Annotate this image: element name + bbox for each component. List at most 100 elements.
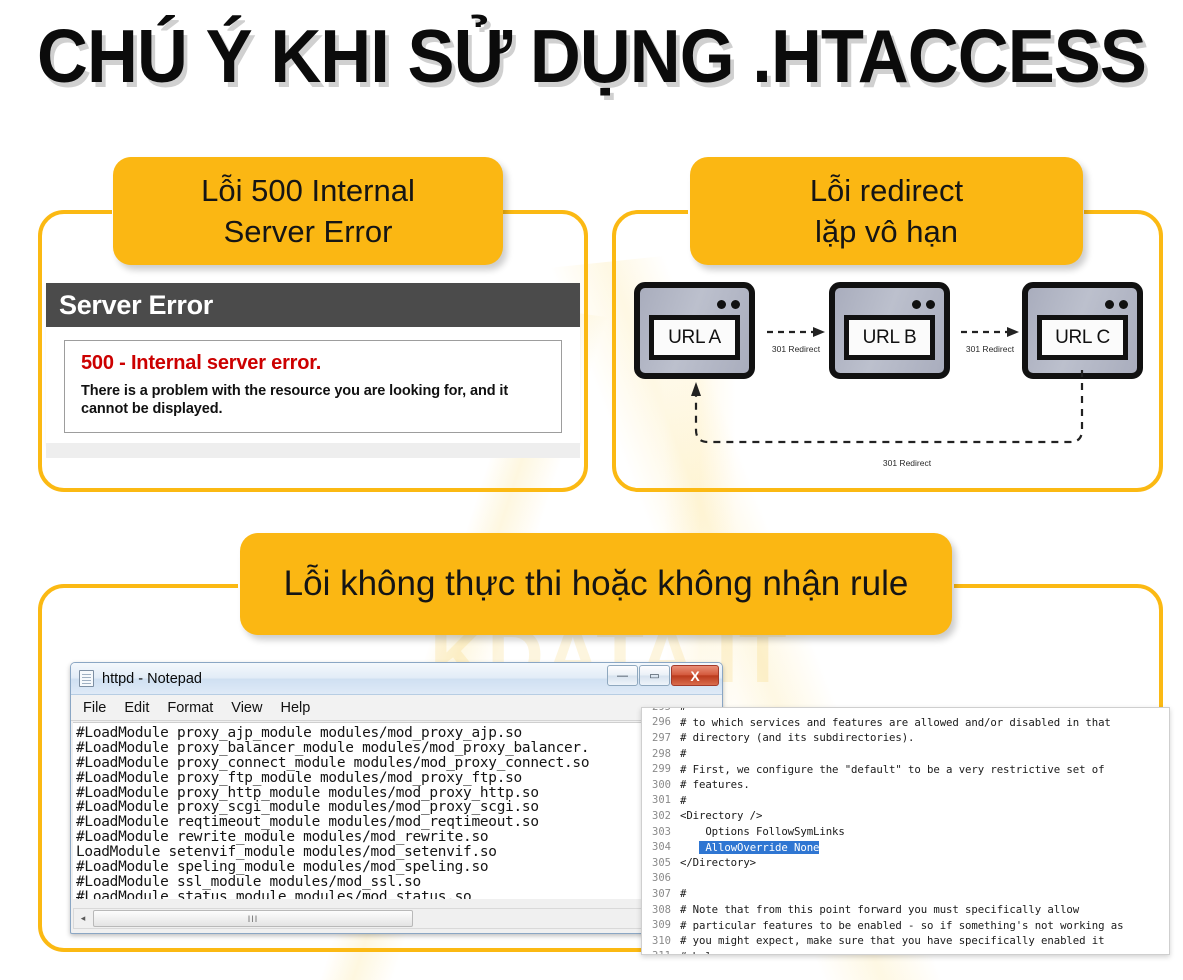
notepad-window-controls: — ▭ X — [606, 665, 719, 686]
code-line-number: 295 — [642, 708, 680, 713]
browser-label-url-c: URL C — [1037, 315, 1128, 360]
code-line-row: 298 # — [642, 746, 1169, 762]
code-line-text: # Note that from this point forward you … — [680, 903, 1080, 917]
code-line-row: 301# — [642, 793, 1169, 809]
notepad-line: #LoadModule proxy_ajp_module modules/mod… — [76, 725, 522, 741]
code-line-number: 310 — [652, 934, 671, 947]
code-line-text: # you might expect, make sure that you h… — [680, 934, 1105, 948]
notepad-line: #LoadModule ssl_module modules/mod_ssl.s… — [76, 873, 421, 890]
code-line-number: 306 — [652, 872, 671, 885]
browser-dots-icon — [1100, 296, 1128, 314]
notepad-line: #LoadModule status_module modules/mod_st… — [76, 888, 472, 899]
code-line-number: 302 — [652, 809, 671, 822]
menu-item-file[interactable]: File — [83, 699, 107, 716]
browser-window-url-a: URL A — [634, 282, 755, 379]
code-line-text: # directory (and its subdirectories). — [680, 731, 915, 745]
scrollbar-thumb[interactable]: III — [93, 910, 413, 927]
code-lines-container: 295# 296# to which services and features… — [642, 708, 1169, 954]
close-button[interactable]: X — [671, 665, 719, 686]
browser-dots-icon — [712, 296, 740, 314]
code-line-text: </Directory> — [680, 856, 757, 870]
notepad-horizontal-scrollbar[interactable]: ◂ III — [73, 908, 720, 929]
code-line-number: 303 — [652, 825, 671, 838]
server-error-footer — [46, 443, 580, 458]
code-line-row: 297 # directory (and its subdirectories). — [642, 730, 1169, 746]
menu-item-format[interactable]: Format — [167, 699, 214, 716]
server-error-body: 500 - Internal server error. There is a … — [46, 327, 580, 443]
code-line-text: # below. — [680, 950, 731, 954]
browser-dots-icon — [907, 296, 935, 314]
menu-item-view[interactable]: View — [231, 699, 263, 716]
arrow-b-to-c-icon — [961, 327, 1019, 337]
code-line-row: 306 — [642, 871, 1169, 887]
scroll-left-arrow-icon[interactable]: ◂ — [80, 913, 86, 923]
notepad-titlebar[interactable]: httpd - Notepad — ▭ X — [71, 663, 722, 695]
badge-500-error: Lỗi 500 Internal Server Error — [113, 157, 503, 265]
code-line-text: # — [680, 887, 687, 901]
code-line-row: 311# below. — [642, 949, 1169, 954]
notepad-line: #LoadModule proxy_http_module modules/mo… — [76, 784, 539, 801]
browser-window-url-b: URL B — [829, 282, 950, 379]
code-line-number: 304 — [652, 841, 671, 854]
httpd-conf-code-panel[interactable]: 295# 296# to which services and features… — [641, 707, 1170, 955]
badge-500-line1: Lỗi 500 Internal — [201, 173, 415, 208]
notepad-title: httpd - Notepad — [102, 670, 202, 687]
server-error-header: Server Error — [46, 283, 580, 327]
code-line-text: # — [680, 708, 693, 713]
browser-label-url-b: URL B — [844, 315, 935, 360]
redirect-loop-diagram: URL A URL B URL C 301 Redirect 301 Redir… — [624, 282, 1152, 482]
loop-arrow-c-to-a-icon — [691, 370, 1084, 444]
badge-rules-label: Lỗi không thực thi hoặc không nhận rule — [283, 564, 909, 603]
code-line-row: 303 Options FollowSymLinks — [642, 824, 1169, 840]
code-line-number: 311 — [642, 950, 680, 954]
code-line-row: 310 # you might expect, make sure that yo… — [642, 933, 1169, 949]
notepad-line: #LoadModule proxy_ftp_module modules/mod… — [76, 769, 522, 786]
code-line-text: AllowOverride None — [680, 840, 820, 854]
browser-window-url-c: URL C — [1022, 282, 1143, 379]
page-title: CHÚ Ý KHI SỬ DỤNG .HTACCESS — [37, 14, 1147, 98]
badge-redirect-loop: Lỗi redirect lặp vô hạn — [690, 157, 1083, 265]
code-line-number: 297 — [652, 731, 671, 744]
code-selected-text: AllowOverride None — [699, 840, 820, 854]
badge-500-line2: Server Error — [223, 214, 393, 249]
code-line-number: 308 — [652, 903, 671, 916]
code-line-row: 300 # features. — [642, 777, 1169, 793]
code-line-text: # features. — [680, 778, 750, 792]
code-line-number: 309 — [652, 919, 671, 932]
code-line-text: # — [680, 747, 687, 761]
code-line-row: 305 </Directory> — [642, 855, 1169, 871]
server-error-code: 500 - Internal server error. — [81, 352, 322, 374]
code-line-text: # — [680, 793, 687, 807]
menu-item-edit[interactable]: Edit — [124, 699, 150, 716]
code-line-number: 296 — [652, 716, 671, 729]
notepad-document-icon — [79, 670, 94, 687]
code-line-number: 298 — [652, 747, 671, 760]
code-line-text: <Directory /> — [680, 809, 763, 823]
minimize-button[interactable]: — — [607, 665, 638, 686]
badge-rules-not-applied: Lỗi không thực thi hoặc không nhận rule — [240, 533, 952, 635]
code-line-text: # to which services and features are all… — [680, 715, 1111, 729]
code-line-row: 299 # First, we configure the "default" t… — [642, 761, 1169, 777]
notepad-line: LoadModule setenvif_module modules/mod_s… — [76, 844, 497, 861]
menu-item-help[interactable]: Help — [280, 699, 311, 716]
code-line-text: # particular features to be enabled - so… — [680, 918, 1124, 932]
code-line-text: Options FollowSymLinks — [680, 825, 845, 839]
code-line-number: 300 — [652, 778, 671, 791]
arrow-label-b-c: 301 Redirect — [965, 344, 1015, 354]
browser-label-url-a: URL A — [649, 315, 740, 360]
notepad-text-area[interactable]: #LoadModule proxy_ajp_module modules/mod… — [73, 722, 720, 899]
code-line-number: 299 — [652, 763, 671, 776]
code-line-text: # First, we configure the "default" to b… — [680, 762, 1105, 776]
notepad-selected-text: #LoadModule rewrite_module modules/mod_r… — [76, 829, 489, 846]
code-line-row: 302 <Directory /> — [642, 808, 1169, 824]
code-line-row: 296 # to which services and features are … — [642, 715, 1169, 731]
code-line-row: 309 # particular features to be enabled -… — [642, 917, 1169, 933]
code-line-number: 305 — [652, 856, 671, 869]
maximize-button[interactable]: ▭ — [639, 665, 670, 686]
arrow-label-a-b: 301 Redirect — [771, 344, 821, 354]
notepad-line: #LoadModule proxy_connect_module modules… — [76, 754, 590, 771]
server-error-screenshot: Server Error 500 - Internal server error… — [46, 283, 580, 458]
notepad-window[interactable]: httpd - Notepad — ▭ X File Edit Format V… — [70, 662, 723, 934]
notepad-line: #LoadModule proxy_balancer_module module… — [76, 739, 590, 756]
